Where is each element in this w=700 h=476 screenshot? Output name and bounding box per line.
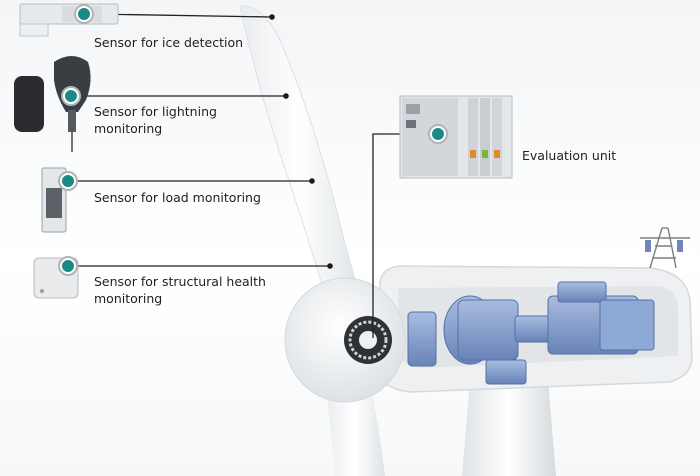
- upper-blade: [239, 5, 361, 306]
- tower: [462, 380, 556, 476]
- callout-lines: [71, 13, 440, 338]
- lightning-sensor-label: Sensor for lightning monitoring: [94, 104, 217, 136]
- lower-blade: [325, 380, 385, 476]
- ice-sensor-label: Sensor for ice detection: [94, 35, 244, 50]
- evaluation-unit-label: Evaluation unit: [522, 148, 617, 163]
- lightning-sensor-image: [14, 56, 91, 152]
- evaluation-unit-image: [399, 95, 513, 179]
- load-sensor-label: Sensor for load monitoring: [94, 190, 261, 205]
- structural-sensor-label: Sensor for structural health monitoring: [94, 274, 266, 306]
- sensor-markers: [58, 4, 448, 276]
- drivetrain: [407, 281, 655, 385]
- ice-sensor-image: [19, 3, 119, 37]
- met-mast: [640, 227, 690, 269]
